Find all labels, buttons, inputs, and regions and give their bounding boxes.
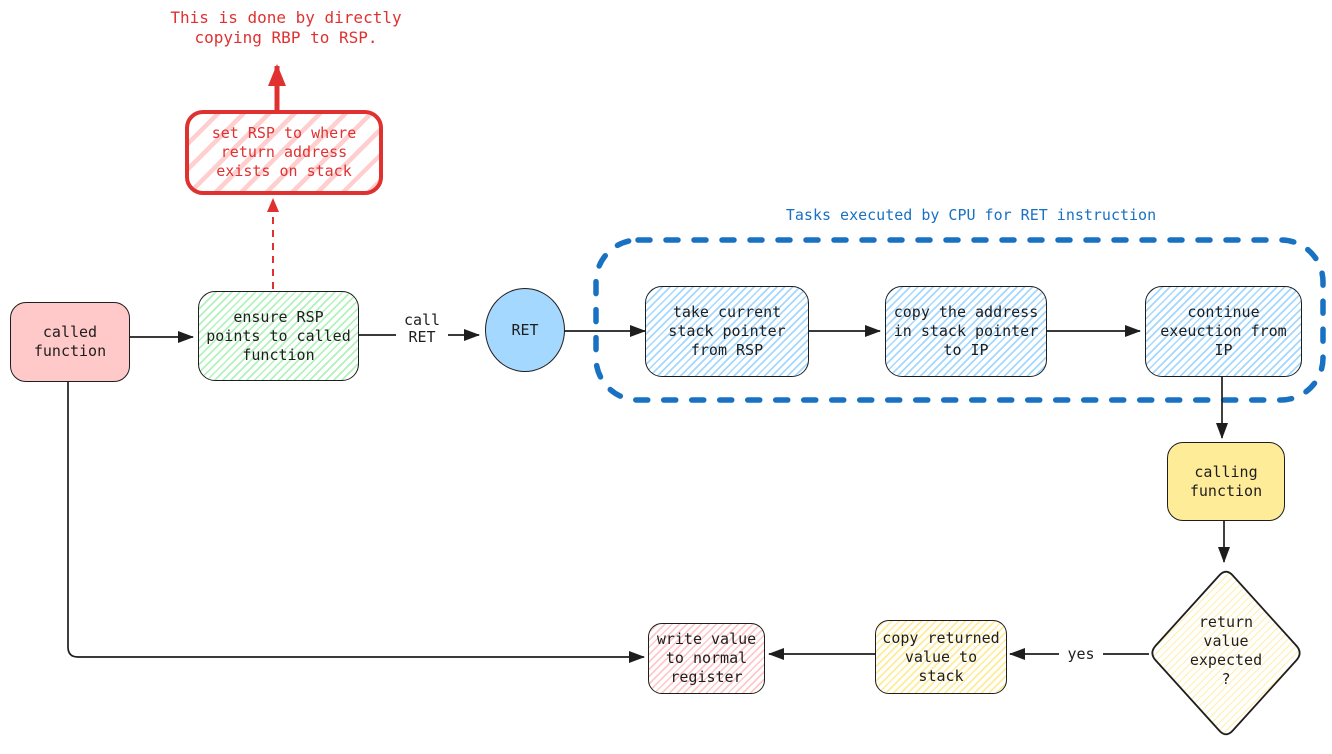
copy-address-to-ip-node: copy the address in stack pointer to IP bbox=[885, 286, 1047, 377]
copy-returned-value-node: copy returned value to stack bbox=[875, 620, 1007, 694]
node-line: exeuction from bbox=[1160, 322, 1287, 340]
edge-label-line: RET bbox=[408, 328, 436, 346]
called-function-node: called function bbox=[10, 302, 130, 382]
call-ret-edge-label: call RET bbox=[396, 311, 448, 347]
decision-diamond-label: return value expected ? bbox=[1156, 613, 1296, 689]
node-line: IP bbox=[1214, 341, 1233, 359]
node-line: function bbox=[242, 345, 315, 364]
calling-function-node: calling function bbox=[1167, 442, 1285, 521]
ensure-rsp-node: ensure RSP points to called function bbox=[198, 291, 359, 381]
node-line: called bbox=[42, 323, 98, 341]
node-line: set RSP to where bbox=[211, 124, 357, 142]
write-value-node: write value to normal register bbox=[648, 623, 765, 694]
node-line: exists on stack bbox=[216, 162, 352, 180]
edge-label-line: call bbox=[403, 311, 441, 329]
node-line: RET bbox=[511, 320, 539, 339]
edge-called-to-write bbox=[67, 380, 645, 663]
node-line: points to called bbox=[206, 326, 351, 345]
annotation-line: This is done by directly bbox=[170, 8, 402, 27]
node-line: return address bbox=[220, 143, 348, 161]
annotation-note: This is done by directly copying RBP to … bbox=[155, 8, 417, 48]
node-line: ? bbox=[1221, 670, 1231, 688]
node-line: return bbox=[1198, 613, 1254, 631]
node-line: continue bbox=[1187, 303, 1260, 321]
annotation-line: copying RBP to RSP. bbox=[194, 28, 378, 47]
node-line: value bbox=[1203, 632, 1249, 650]
cpu-tasks-group-outline bbox=[593, 237, 1326, 403]
node-line: copy the address bbox=[893, 303, 1039, 321]
continue-execution-node: continue exeuction from IP bbox=[1145, 286, 1302, 377]
node-line: stack bbox=[918, 666, 964, 685]
node-line: write value bbox=[656, 630, 757, 648]
node-line: from RSP bbox=[690, 341, 764, 359]
node-line: copy returned bbox=[882, 628, 1000, 647]
node-line: stack pointer bbox=[668, 322, 786, 340]
node-line: expected bbox=[1189, 651, 1263, 669]
ret-node: RET bbox=[485, 288, 565, 372]
yes-edge-label: yes bbox=[1059, 645, 1103, 664]
node-line: value to bbox=[904, 647, 978, 666]
node-line: in stack pointer bbox=[893, 322, 1039, 340]
node-line: to normal bbox=[665, 649, 748, 667]
decision-diamond bbox=[1151, 570, 1301, 736]
node-line: register bbox=[670, 668, 743, 686]
take-stack-pointer-node: take current stack pointer from RSP bbox=[645, 286, 809, 377]
cpu-tasks-group-label: Tasks executed by CPU for RET instructio… bbox=[785, 206, 1157, 224]
node-line: calling bbox=[1194, 462, 1258, 481]
node-line: take current bbox=[672, 303, 782, 321]
set-rsp-note-node: set RSP to where return address exists o… bbox=[185, 110, 383, 195]
node-line: function bbox=[33, 342, 107, 360]
node-line: to IP bbox=[943, 341, 989, 359]
node-line: ensure RSP bbox=[233, 307, 324, 326]
node-line: function bbox=[1189, 481, 1263, 500]
